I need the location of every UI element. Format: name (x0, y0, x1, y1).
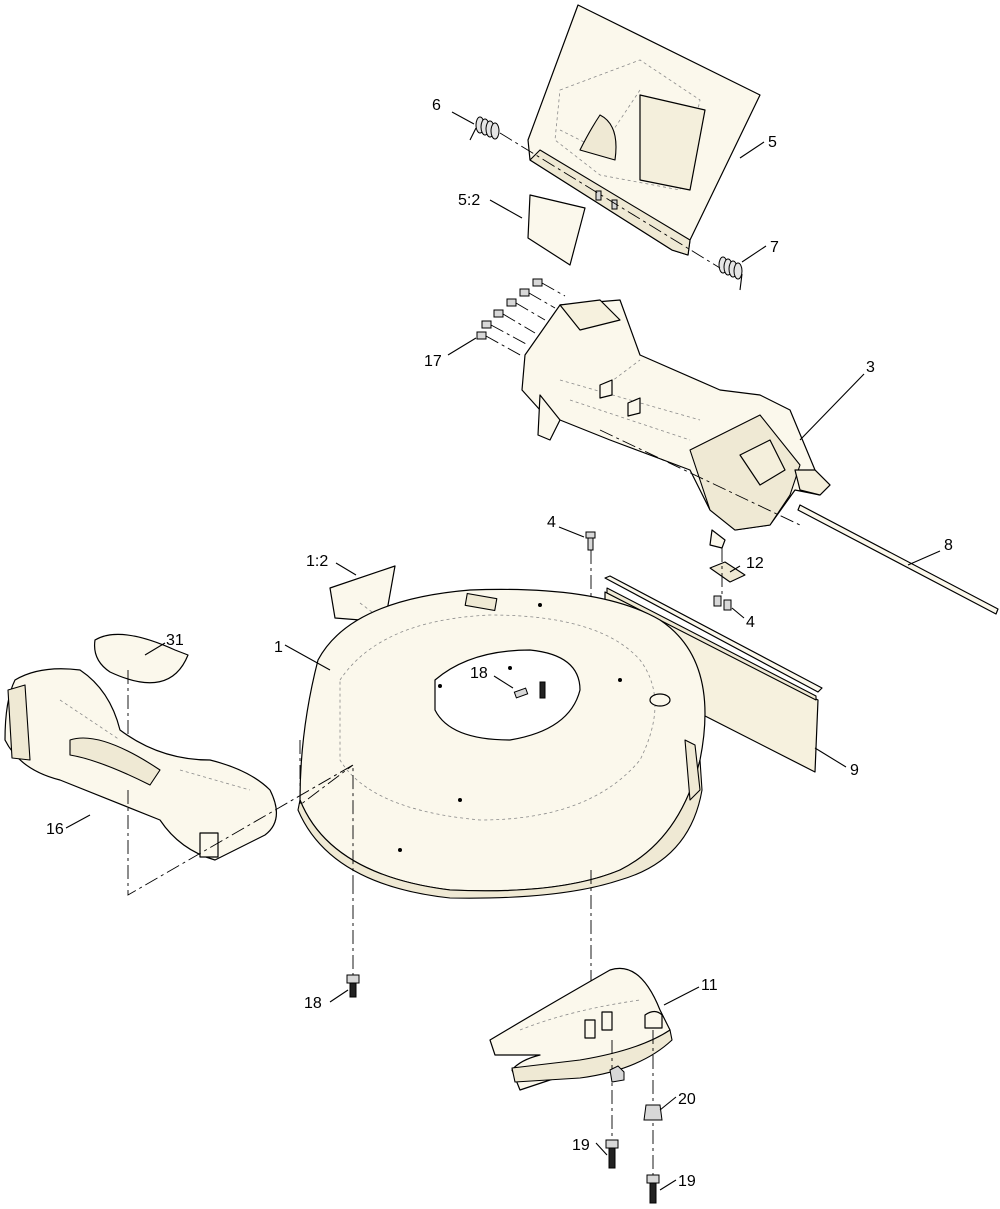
spring-part-7[interactable] (718, 256, 743, 291)
callout-4-upper: 4 (547, 514, 556, 531)
callout-17: 17 (424, 353, 442, 370)
callout-18-lower: 18 (304, 995, 322, 1012)
callout-3: 3 (866, 359, 875, 376)
deflector-part-31[interactable] (93, 633, 189, 684)
callout-1-2: 1:2 (306, 553, 328, 570)
bolt-part-19-left[interactable] (605, 1139, 619, 1169)
callout-31: 31 (166, 632, 184, 649)
callout-11: 11 (701, 977, 718, 994)
callout-16: 16 (46, 821, 64, 838)
spring-part-6[interactable] (469, 116, 500, 141)
screw-part-4-upper[interactable] (585, 531, 596, 551)
screw-part-18-deck[interactable] (513, 681, 546, 699)
lower-cover-part-11[interactable] (489, 967, 673, 1091)
rear-housing-part-3[interactable] (521, 299, 831, 549)
callout-5-2: 5:2 (458, 192, 480, 209)
nut-part-20[interactable] (609, 1065, 663, 1121)
chute-part-16[interactable] (4, 668, 277, 861)
callout-9: 9 (850, 762, 859, 779)
callout-12: 12 (746, 555, 764, 572)
callout-19-right: 19 (678, 1173, 696, 1190)
callout-5: 5 (768, 134, 777, 151)
leader-lines (65, 111, 941, 1191)
rod-part-8[interactable] (797, 504, 999, 615)
screws-part-4-lower[interactable] (713, 595, 732, 611)
callout-6: 6 (432, 97, 441, 114)
callout-18-deck: 18 (470, 665, 488, 682)
decal-part-5-2[interactable] (527, 194, 586, 266)
callout-20: 20 (678, 1091, 696, 1108)
screws-part-17[interactable] (476, 278, 566, 357)
plate-part-12[interactable] (709, 561, 746, 583)
bolt-part-19-right[interactable] (646, 1174, 660, 1204)
callout-8: 8 (944, 537, 953, 554)
callout-1: 1 (274, 639, 283, 656)
callout-4-lower: 4 (746, 614, 755, 631)
bolt-part-18-lower[interactable] (346, 974, 360, 998)
mower-deck-part-1[interactable] (297, 588, 706, 899)
callout-7: 7 (770, 239, 779, 256)
callout-19-left: 19 (572, 1137, 590, 1154)
